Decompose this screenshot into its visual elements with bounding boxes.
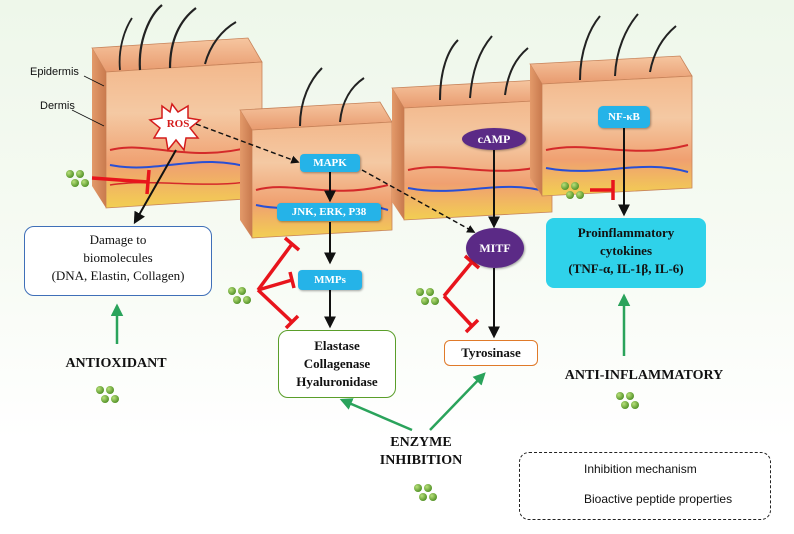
mitf-node: MITF [466,228,524,268]
antioxidant-heading: ANTIOXIDANT [65,356,167,371]
ros-to-mapk-dashed [195,123,300,164]
skin-block-4 [529,13,693,197]
mapk-node: MAPK [300,154,360,172]
skin-block-3 [391,35,553,221]
inhibition-jnk-mmps-enzymes [256,236,301,330]
enzyme-inhibition-heading: ENZYME INHIBITION [366,434,476,470]
peptide-cluster-tyrosinase [416,288,439,305]
legend-inhibition-label: Inhibition mechanism [584,462,697,476]
enzyme-inhibition-to-tyrosinase-arrow [429,372,486,431]
ros-label: ROS [166,118,190,130]
enzyme-hyaluronidase: Hyaluronidase [296,374,378,389]
ros-to-damage-arrow [133,149,177,225]
damage-box: Damage to biomolecules (DNA, Elastin, Co… [24,226,212,296]
inhibition-mitf-tyrosinase [442,254,481,334]
enzyme-inhibition-to-enzymes-arrow [339,398,413,432]
damage-line-1: Damage to [89,232,147,247]
enzyme-inhibition-line-1: ENZYME [390,435,452,450]
damage-line-3: (DNA, Elastin, Collagen) [51,268,185,283]
peptide-cluster-enzyme-inhibition [414,484,437,501]
peptide-cluster-antioxidant [96,386,119,403]
mmps-node: MMPs [298,270,362,290]
jnk-erk-p38-node: JNK, ERK, P38 [277,203,381,221]
enzyme-inhibition-line-2: INHIBITION [379,453,463,468]
mapk-to-mitf-dashed [361,169,476,233]
dermis-pointer [71,109,105,127]
enzymes-box: Elastase Collagenase Hyaluronidase [278,330,396,398]
epidermis-pointer [83,75,105,87]
skin-block-1 [91,4,263,209]
peptide-cluster-nfkb [561,182,584,199]
camp-node: cAMP [462,128,526,150]
ros-starburst [148,102,202,152]
cytokines-line-2: cytokines [600,243,652,258]
cytokines-line-1: Proinflammatory [577,225,675,240]
nfkb-node: NF-κB [598,106,650,128]
enzyme-collagenase: Collagenase [303,356,371,371]
peptide-cluster-anti-inflammatory [616,392,639,409]
damage-line-2: biomolecules [83,250,153,265]
cytokines-box: Proinflammatory cytokines (TNF-α, IL-1β,… [546,218,706,288]
inhibition-nfkb [590,180,615,200]
peptide-cluster-enzymes [228,287,251,304]
enzyme-elastase: Elastase [314,338,360,353]
legend [519,452,771,520]
legend-peptide-label: Bioactive peptide properties [584,492,733,506]
anti-inflammatory-heading: ANTI-INFLAMMATORY [564,368,724,383]
epidermis-label: Epidermis [30,66,79,78]
dermis-label: Dermis [40,100,75,112]
inhibition-ros [91,169,151,195]
peptide-cluster-ros [66,170,89,187]
tyrosinase-box: Tyrosinase [444,340,538,366]
cytokines-line-3: (TNF-α, IL-1β, IL-6) [568,261,684,276]
